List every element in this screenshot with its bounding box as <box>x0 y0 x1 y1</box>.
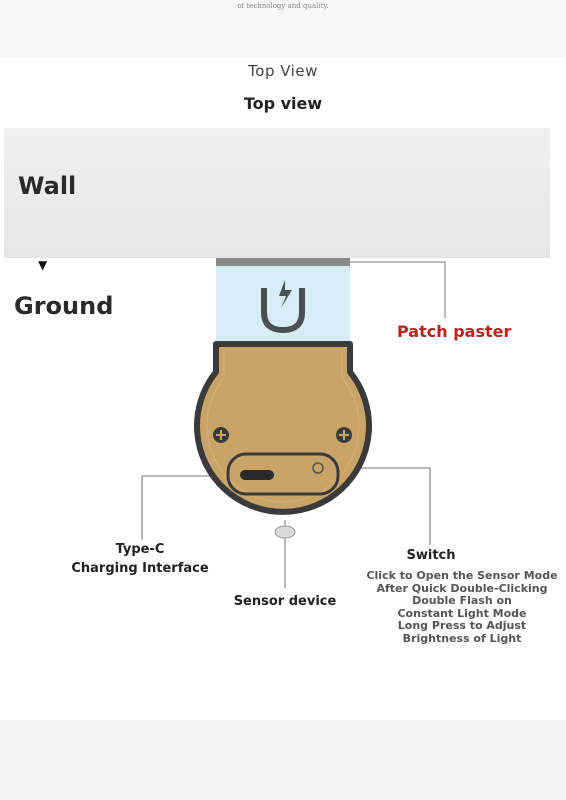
patch-paster <box>216 258 350 344</box>
bottom-band <box>0 720 566 800</box>
typec-label-line: Charging Interface <box>71 561 209 576</box>
usb-c-port-icon <box>240 470 274 480</box>
wall-label: Wall <box>18 172 77 200</box>
screw-icon <box>213 427 229 443</box>
switch-description-line: Long Press to Adjust <box>397 619 527 632</box>
device-body <box>194 341 372 515</box>
typec-leader-line <box>141 475 240 540</box>
ground-arrow-icon: ▼ <box>38 258 48 272</box>
switch-description-line: After Quick Double-Clicking <box>376 581 548 595</box>
patch-leader-line <box>350 261 446 318</box>
top-strip <box>0 0 566 58</box>
device-illustration <box>141 258 446 588</box>
tagline: of technology and quality. <box>237 2 329 10</box>
switch-description: Click to Open the Sensor Mode After Quic… <box>362 569 562 645</box>
port-panel <box>226 452 340 496</box>
lightning-icon <box>279 280 292 308</box>
magnet-icon <box>261 288 305 334</box>
page-subtitle: Top view <box>243 94 323 113</box>
switch-description-line: Brightness of Light <box>402 631 522 645</box>
screw-icon <box>336 427 352 443</box>
patch-paster-label: Patch paster <box>397 322 512 341</box>
switch-label: Switch <box>406 548 456 563</box>
sensor-lens-icon <box>274 525 296 539</box>
switch-description-line: Constant Light Mode <box>397 606 527 620</box>
page-title: Top View <box>248 62 318 80</box>
wall-band <box>4 128 550 258</box>
switch-description-line: Click to Open the Sensor Mode <box>366 569 558 582</box>
typec-label: Type-C Charging Interface <box>60 540 220 578</box>
typec-label-line: Type-C <box>115 542 165 557</box>
switch-button-icon <box>312 462 324 474</box>
sensor-device-label: Sensor device <box>233 594 337 609</box>
ground-label: Ground <box>14 292 114 320</box>
switch-description-line: Double Flash on <box>412 594 512 607</box>
